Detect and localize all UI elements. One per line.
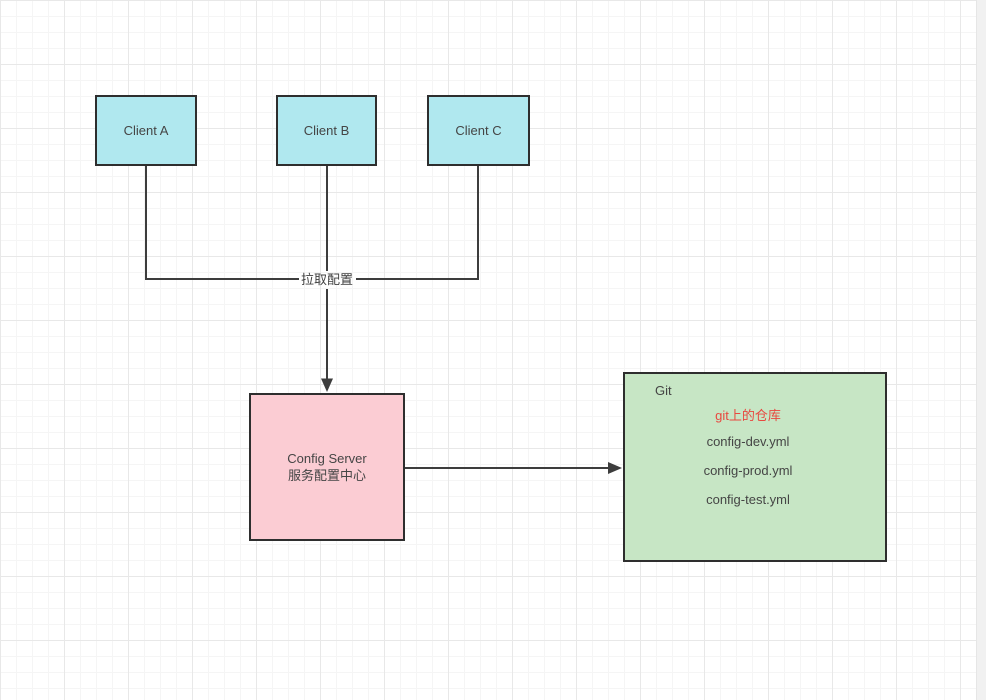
git-file-config-test[interactable]: config-test.yml: [706, 492, 790, 507]
client-a-label: Client A: [123, 123, 169, 138]
git-file-config-prod[interactable]: config-prod.yml: [703, 463, 793, 478]
arrowhead-right-icon: [608, 462, 622, 474]
node-client-c[interactable]: Client C: [427, 95, 530, 166]
client-b-label: Client B: [303, 123, 350, 138]
config-server-title: Config Server: [287, 451, 367, 466]
edge-client-c[interactable]: [356, 166, 479, 280]
config-server-subtitle: 服务配置中心: [287, 468, 366, 483]
vertical-scrollbar[interactable]: [976, 0, 986, 700]
git-file-config-dev[interactable]: config-dev.yml: [706, 434, 790, 449]
node-git[interactable]: Git git上的仓库 config-dev.yml config-prod.y…: [623, 372, 887, 562]
arrowhead-down-icon: [321, 378, 333, 392]
git-title: Git: [655, 383, 672, 398]
node-client-a[interactable]: Client A: [95, 95, 197, 166]
git-repo-label: git上的仓库: [715, 408, 781, 423]
edge-client-a[interactable]: [145, 166, 299, 280]
node-config-server[interactable]: Config Server 服务配置中心: [249, 393, 405, 541]
client-c-label: Client C: [455, 123, 502, 138]
edge-label-pull-config[interactable]: 拉取配置: [300, 272, 353, 287]
node-client-b[interactable]: Client B: [276, 95, 377, 166]
